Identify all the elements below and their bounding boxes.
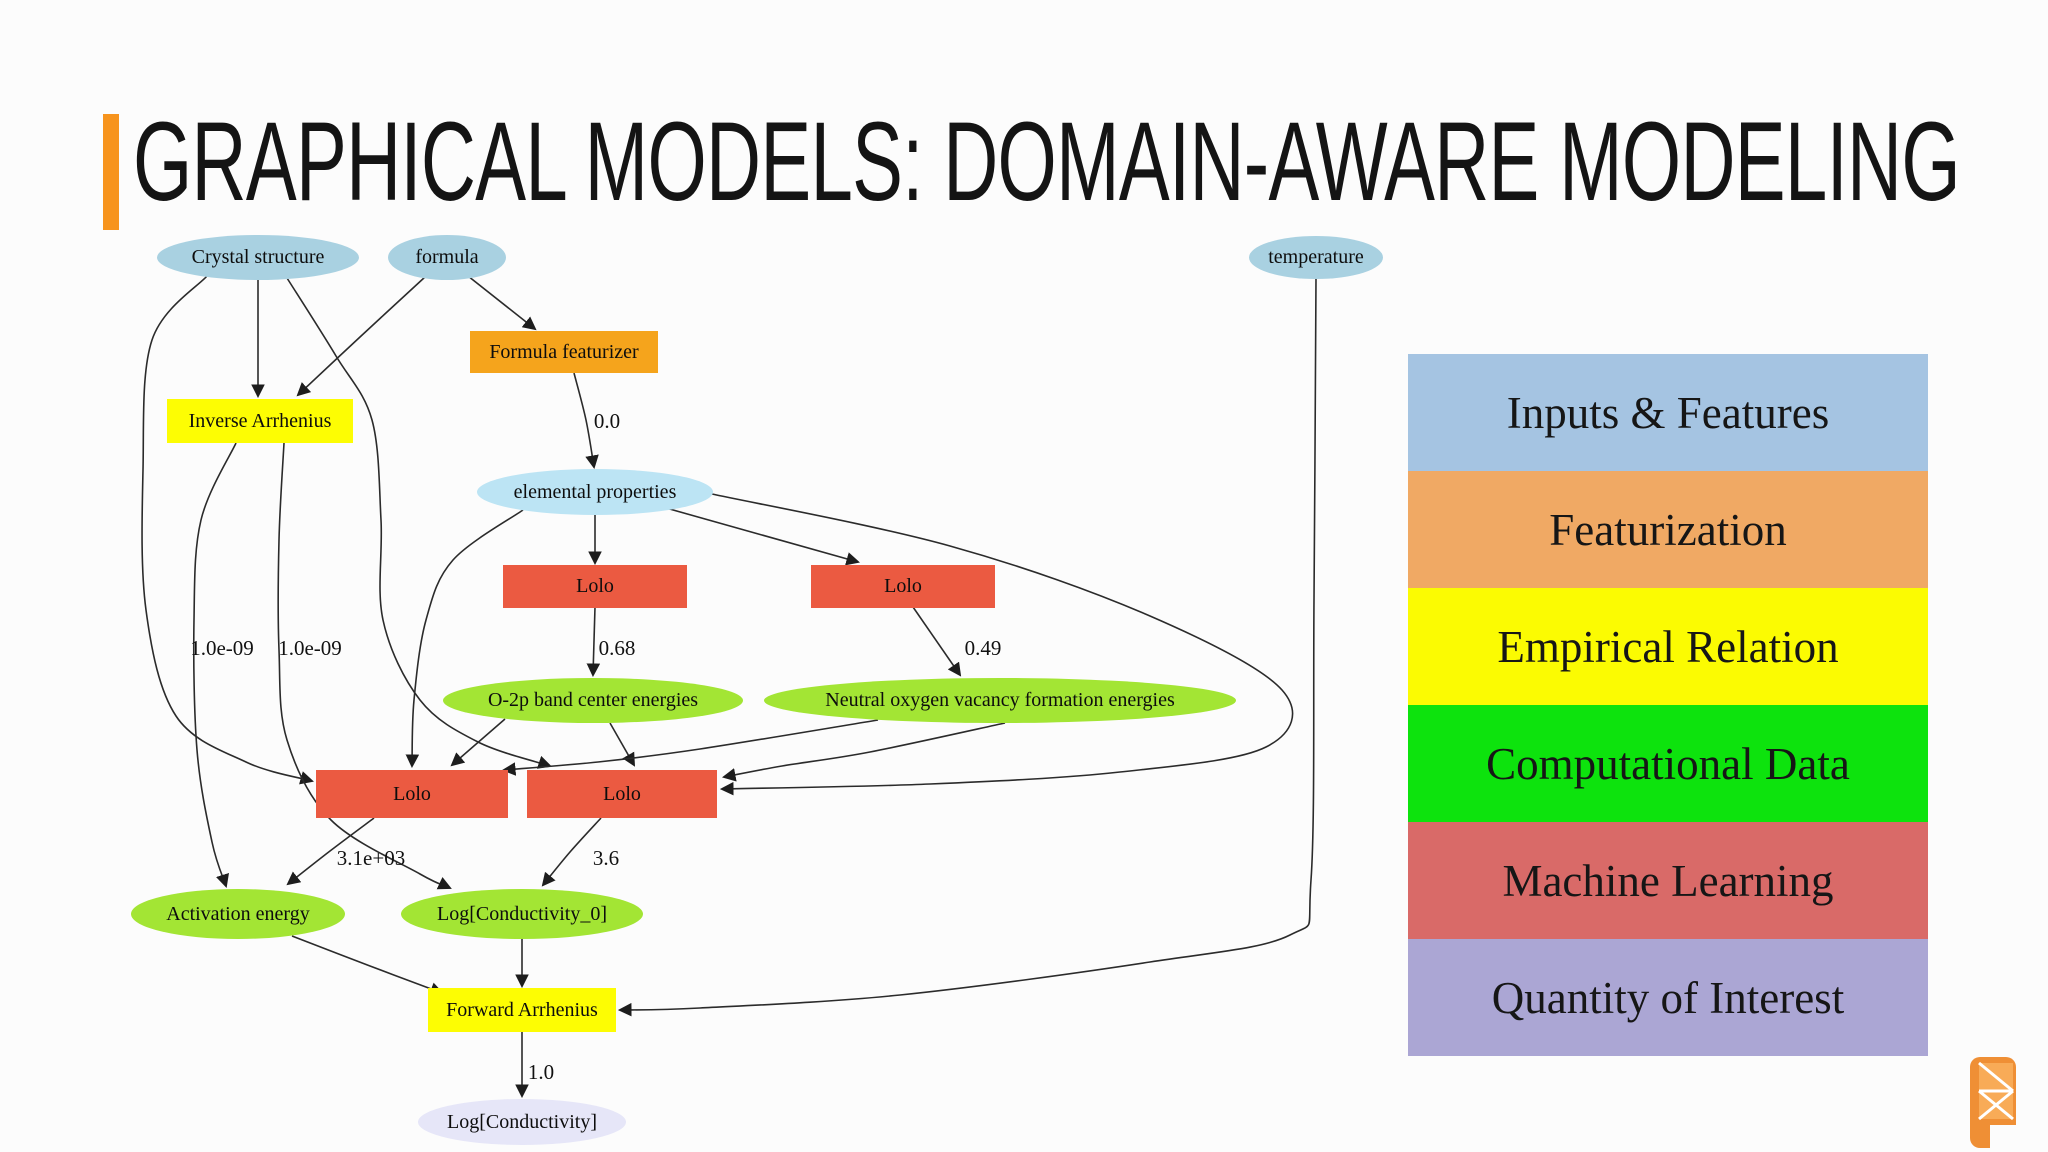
edge-lolo_c-to-activation_energy [286, 817, 375, 886]
edge-inverse_arrhenius-to-activation_energy [192, 442, 237, 888]
edge-crystal_structure-to-lolo_c [141, 275, 314, 785]
edge-lolo_b-to-neutral_ovf [912, 606, 962, 677]
node-crystal_structure: Crystal structure [157, 234, 359, 280]
edge-formula_featurizer-to-elemental_properties [573, 372, 599, 470]
node-lolo_b: Lolo [811, 564, 995, 608]
legend-item-2: Empirical Relation [1408, 588, 1928, 705]
title-accent-bar [103, 114, 119, 230]
node-temperature: temperature [1249, 235, 1383, 279]
node-lolo_a: Lolo [503, 564, 687, 608]
edge-elemental_properties-to-lolo_b [665, 507, 860, 566]
node-activation_energy: Activation energy [131, 889, 345, 939]
edge-crystal_structure-to-lolo_d [286, 277, 552, 769]
node-lolo_d: Lolo [527, 770, 717, 818]
node-inverse_arrhenius: Inverse Arrhenius [167, 399, 353, 443]
legend-item-3: Computational Data [1408, 705, 1928, 822]
edge-neutral_ovf-to-lolo_d [721, 722, 1006, 782]
edge-formula-to-inverse_arrhenius [296, 276, 426, 397]
node-log_conductivity_0: Log[Conductivity_0] [401, 889, 643, 939]
node-lolo_c: Lolo [316, 770, 508, 818]
legend-item-1: Featurization [1408, 471, 1928, 588]
page-title: GRAPHICAL MODELS: DOMAIN-AWARE MODELING [133, 99, 1961, 224]
node-o2p_band_center: O-2p band center energies [443, 677, 743, 723]
edge-neutral_ovf-to-lolo_c [501, 719, 879, 776]
legend-item-0: Inputs & Features [1408, 354, 1928, 471]
node-elemental_properties: elemental properties [477, 469, 713, 515]
node-formula_featurizer: Formula featurizer [470, 331, 658, 373]
edge-lolo_a-to-o2p_band_center [586, 606, 601, 678]
legend-item-4: Machine Learning [1408, 822, 1928, 939]
legend-item-label: Computational Data [1486, 738, 1850, 789]
legend-item-label: Inputs & Features [1506, 387, 1830, 438]
legend-item-label: Quantity of Interest [1491, 972, 1845, 1023]
edge-formula-to-formula_featurizer [467, 275, 537, 331]
edge-label-forward_arrhenius-to-log_conductivity: 1.0 [528, 1060, 554, 1084]
edge-label-lolo_d-to-log_conductivity_0: 3.6 [593, 846, 619, 870]
edge-o2p_band_center-to-lolo_c [450, 718, 506, 767]
node-formula: formula [388, 234, 506, 280]
edges-group: 0.0 0.68 0.49 1.0e-09 1.0e-09 3.1e+03 3.6 1.0 [141, 275, 1317, 1099]
node-forward_arrhenius: Forward Arrhenius [428, 988, 616, 1032]
edge-label-inverse_arrhenius-to-activation_energy: 1.0e-09 [190, 636, 254, 660]
legend-item-label: Empirical Relation [1497, 621, 1839, 672]
edge-activation_energy-to-forward_arrhenius [291, 935, 444, 996]
legend-item-5: Quantity of Interest [1408, 939, 1928, 1056]
edge-label-lolo_a-to-o2p_band_center: 0.68 [599, 636, 636, 660]
edge-lolo_d-to-log_conductivity_0 [541, 817, 602, 887]
edge-inverse_arrhenius-to-log_conductivity_0 [277, 442, 452, 890]
edge-temperature-to-forward_arrhenius [617, 277, 1317, 1017]
node-neutral_ovf: Neutral oxygen vacancy formation energie… [764, 677, 1236, 723]
edge-label-formula_featurizer-to-elemental_properties: 0.0 [594, 409, 620, 433]
legend-item-label: Featurization [1549, 504, 1787, 555]
citrine-logo [1970, 1057, 2016, 1150]
edge-label-inverse_arrhenius-to-log_conductivity_0: 1.0e-09 [278, 636, 342, 660]
edge-label-lolo_b-to-neutral_ovf: 0.49 [965, 636, 1002, 660]
edge-elemental_properties-to-lolo_c [405, 509, 524, 769]
legend-item-label: Machine Learning [1502, 855, 1834, 906]
edge-label-lolo_c-to-activation_energy: 3.1e+03 [337, 846, 405, 870]
edge-elemental_properties-to-lolo_d [711, 493, 1294, 796]
node-log_conductivity: Log[Conductivity] [418, 1099, 626, 1145]
